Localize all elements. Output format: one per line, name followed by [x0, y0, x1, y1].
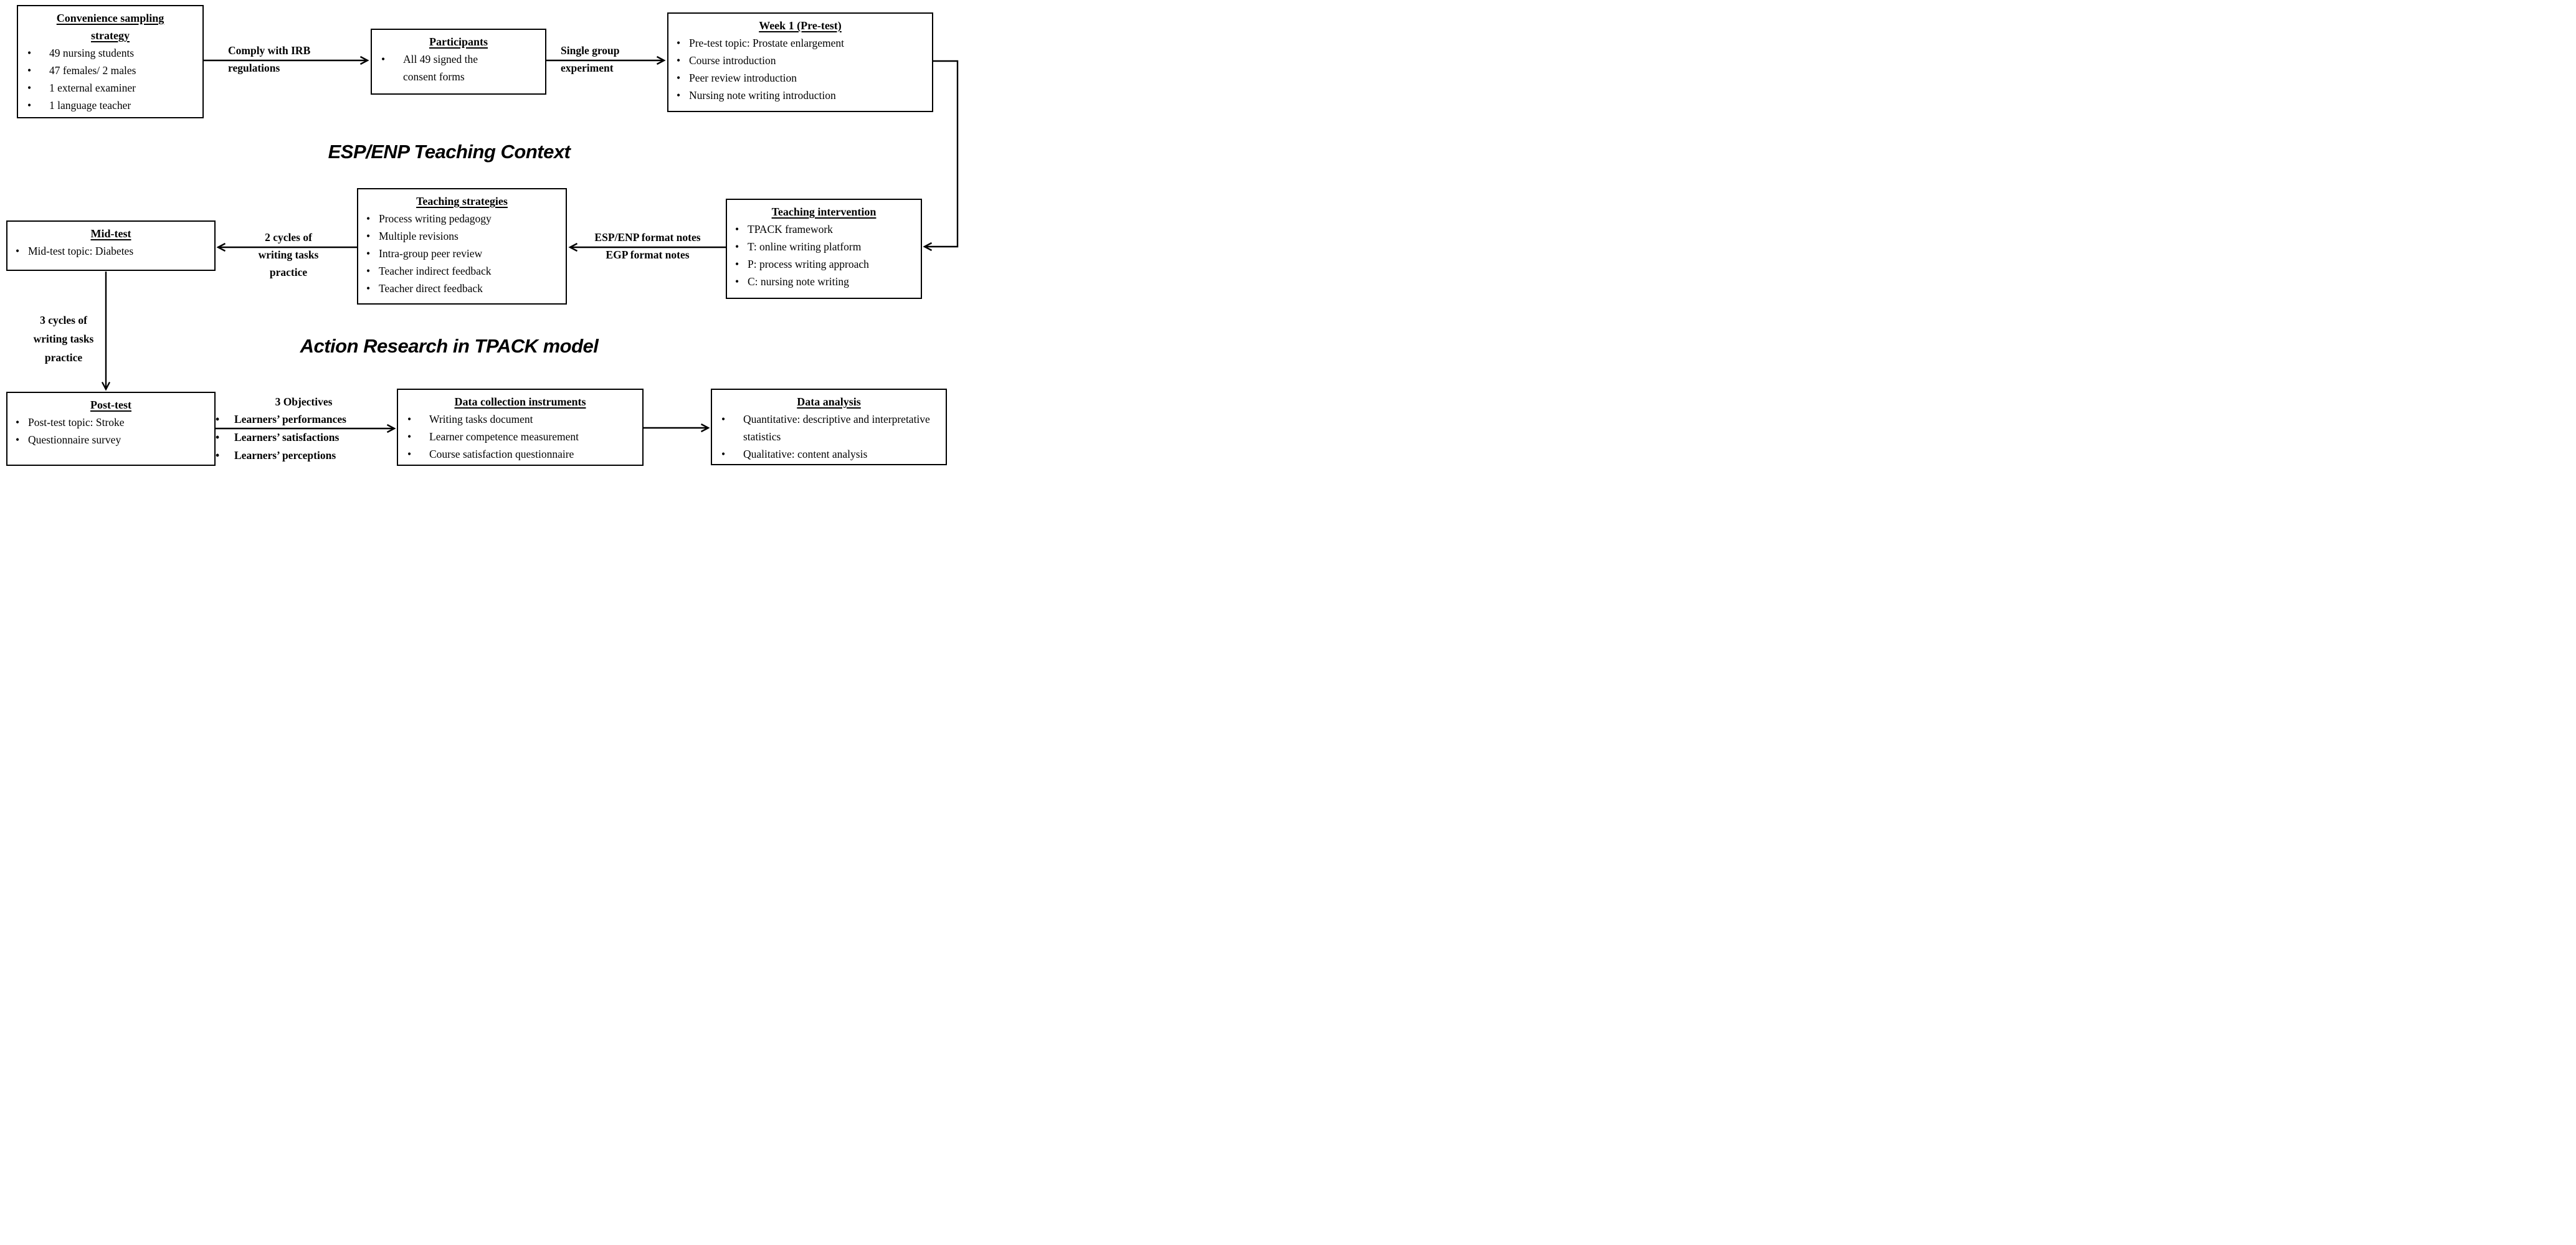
list-item: Questionnaire survey: [7, 431, 212, 448]
box-title: Convenience sampling strategy: [56, 12, 164, 42]
label-line: Single group: [561, 44, 620, 57]
label-line: practice: [44, 351, 83, 364]
list-item: Process writing pedagogy: [358, 210, 563, 227]
box-item-list: 49 nursing students 47 females/ 2 males …: [18, 44, 202, 114]
box-title: Participants: [429, 36, 488, 48]
label-line: 2 cycles of: [265, 231, 312, 244]
objectives-list: Learners’ performances Learners’ satisfa…: [212, 410, 396, 465]
list-item: Learners’ perceptions: [212, 447, 396, 465]
list-item: Quantitative: descriptive and interpreta…: [712, 410, 943, 445]
list-item: Learners’ satisfactions: [212, 428, 396, 447]
label-line: practice: [269, 266, 308, 278]
list-item: Peer review introduction: [668, 69, 929, 87]
label-line: experiment: [561, 62, 614, 74]
list-item: 1 external examiner: [18, 79, 200, 97]
list-item: T: online writing platform: [727, 238, 918, 255]
label-line: regulations: [228, 62, 280, 74]
box-item-list: Mid-test topic: Diabetes: [7, 242, 214, 260]
label-objectives: 3 Objectives Learners’ performances Lear…: [212, 393, 396, 465]
box-participants: Participants All 49 signed the consent f…: [371, 29, 546, 95]
list-item: Teacher indirect feedback: [358, 262, 563, 280]
box-item-list: Quantitative: descriptive and interpreta…: [712, 410, 946, 463]
list-item: TPACK framework: [727, 220, 918, 238]
label-line: writing tasks: [33, 333, 94, 345]
list-item: Learners’ performances: [212, 410, 396, 428]
list-item: Teacher direct feedback: [358, 280, 563, 297]
box-data-analysis: Data analysis Quantitative: descriptive …: [711, 389, 947, 465]
box-item-list: Pre-test topic: Prostate enlargement Cou…: [668, 34, 932, 104]
list-item: Pre-test topic: Prostate enlargement: [668, 34, 929, 52]
box-title: Mid-test: [90, 227, 131, 240]
label-single-group: Single group experiment: [561, 42, 620, 77]
list-item: Post-test topic: Stroke: [7, 414, 212, 431]
box-week1-pretest: Week 1 (Pre-test) Pre-test topic: Prosta…: [667, 12, 933, 112]
list-item: Writing tasks document: [398, 410, 640, 428]
list-item: Course introduction: [668, 52, 929, 69]
box-item-list: Writing tasks document Learner competenc…: [398, 410, 642, 463]
label-line: EGP format notes: [606, 249, 690, 261]
objectives-heading: 3 Objectives: [275, 395, 333, 408]
box-teaching-intervention: Teaching intervention TPACK framework T:…: [726, 199, 922, 299]
list-item: Nursing note writing introduction: [668, 87, 929, 104]
list-item: P: process writing approach: [727, 255, 918, 273]
box-data-collection: Data collection instruments Writing task…: [397, 389, 644, 466]
box-item-list: Process writing pedagogy Multiple revisi…: [358, 210, 566, 297]
box-title: Teaching intervention: [771, 206, 877, 218]
list-item: 47 females/ 2 males: [18, 62, 200, 79]
box-title: Data collection instruments: [454, 395, 586, 408]
list-item: Course satisfaction questionnaire: [398, 445, 640, 463]
label-line: ESP/ENP format notes: [594, 231, 701, 244]
box-title: Post-test: [90, 399, 131, 411]
label-line: 3 cycles of: [40, 314, 87, 326]
list-item: Learner competence measurement: [398, 428, 640, 445]
box-title: Teaching strategies: [416, 195, 508, 207]
list-item: All 49 signed the consent forms: [372, 50, 510, 85]
label-three-cycles: 3 cycles of writing tasks practice: [14, 311, 113, 367]
label-line: writing tasks: [258, 249, 319, 261]
box-title: Data analysis: [797, 395, 861, 408]
list-item: Intra-group peer review: [358, 245, 563, 262]
list-item: C: nursing note writing: [727, 273, 918, 290]
label-two-cycles: 2 cycles of writing tasks practice: [235, 229, 342, 281]
label-line: Comply with IRB: [228, 44, 311, 57]
label-format-notes: ESP/ENP format notes EGP format notes: [571, 229, 724, 263]
box-item-list: TPACK framework T: online writing platfo…: [727, 220, 921, 290]
list-item: 49 nursing students: [18, 44, 200, 62]
box-post-test: Post-test Post-test topic: Stroke Questi…: [6, 392, 216, 466]
list-item: Qualitative: content analysis: [712, 445, 943, 463]
box-title: Week 1 (Pre-test): [759, 19, 842, 32]
list-item: Mid-test topic: Diabetes: [7, 242, 212, 260]
list-item: Multiple revisions: [358, 227, 563, 245]
section-title-bottom: Action Research in TPACK model: [300, 335, 599, 357]
box-convenience-sampling: Convenience sampling strategy 49 nursing…: [17, 5, 204, 118]
box-mid-test: Mid-test Mid-test topic: Diabetes: [6, 220, 216, 271]
box-teaching-strategies: Teaching strategies Process writing peda…: [357, 188, 567, 305]
flow-diagram: Convenience sampling strategy 49 nursing…: [0, 0, 966, 468]
box-item-list: All 49 signed the consent forms: [372, 50, 545, 85]
section-title-top: ESP/ENP Teaching Context: [328, 141, 571, 163]
box-item-list: Post-test topic: Stroke Questionnaire su…: [7, 414, 214, 448]
label-comply-irb: Comply with IRB regulations: [228, 42, 310, 77]
list-item: 1 language teacher: [18, 97, 200, 114]
